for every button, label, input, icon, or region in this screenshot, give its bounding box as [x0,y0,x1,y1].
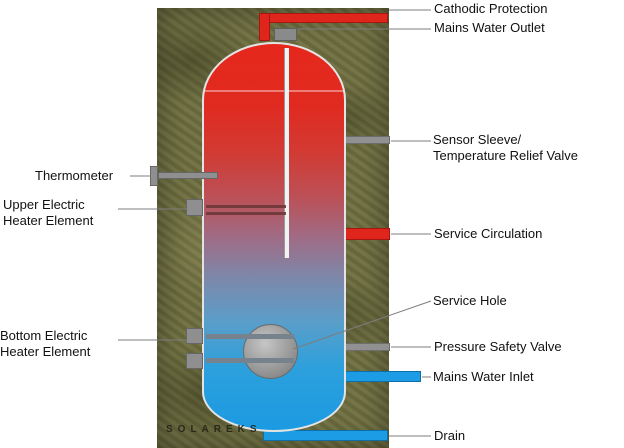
label-service-circulation: Service Circulation [434,226,543,241]
label-bottom-heater: Bottom Electric Heater Element [0,328,90,360]
thermometer-flange [150,166,158,186]
weld-seam [204,90,344,92]
service-hole-circle [243,324,298,379]
label-sensor-sleeve-line1: Sensor Sleeve/ [433,132,522,147]
tank-body [202,42,346,432]
bottom-heater-flange-2 [186,353,203,369]
service-circulation-pipe [340,228,390,240]
label-bottom-heater-line2: Heater Element [0,344,91,359]
label-cathodic-protection: Cathodic Protection [434,1,548,16]
mains-water-outlet-pipe-vertical [259,13,270,41]
mains-water-inlet-pipe [338,371,421,382]
bottom-heater-flange-1 [186,328,203,344]
drain-pipe-horizontal [263,430,388,441]
label-mains-water-outlet: Mains Water Outlet [434,20,545,35]
bottom-heater-rod-1 [206,334,294,339]
outlet-fitting [274,28,297,41]
label-service-hole: Service Hole [433,293,507,308]
label-sensor-sleeve-line2: Temperature Relief Valve [433,148,578,163]
label-sensor-sleeve: Sensor Sleeve/ Temperature Relief Valve [433,132,578,164]
upper-heater-flange [186,199,203,216]
label-upper-heater-line1: Upper Electric [3,197,85,212]
label-upper-heater: Upper Electric Heater Element [3,197,93,229]
bottom-heater-rod-2 [206,358,294,363]
mains-water-outlet-pipe-horizontal [259,13,388,23]
upper-heater-rod-2 [206,212,286,215]
label-mains-water-inlet: Mains Water Inlet [433,369,534,384]
label-upper-heater-line2: Heater Element [3,213,94,228]
label-pressure-safety-valve: Pressure Safety Valve [434,339,562,354]
label-bottom-heater-line1: Bottom Electric [0,328,88,343]
brand-text: SOLAREKS [166,424,262,435]
anode-rod [284,48,289,258]
label-thermometer: Thermometer [35,168,114,183]
thermometer-stem [158,172,218,179]
upper-heater-rod-1 [206,205,286,208]
label-drain: Drain [434,428,466,443]
